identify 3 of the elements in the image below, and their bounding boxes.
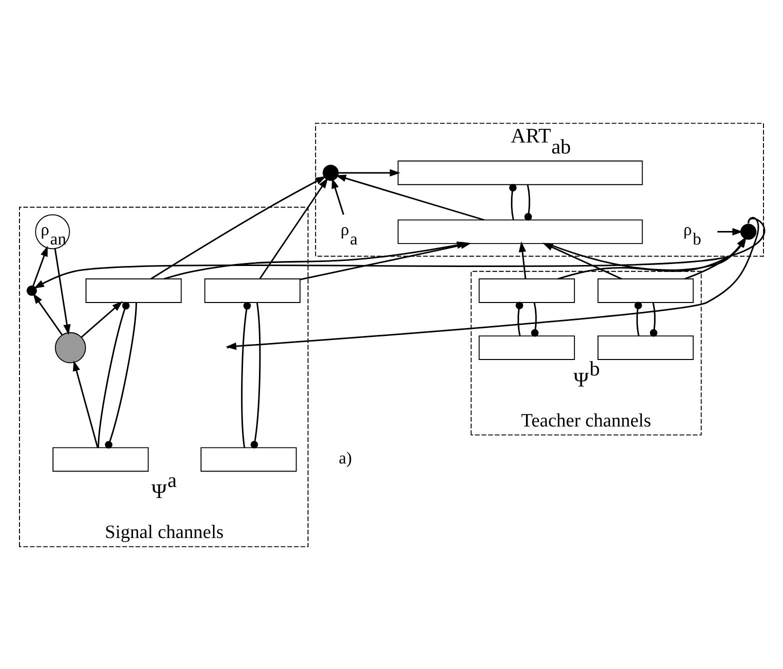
node-label: Teacher channels <box>521 410 652 431</box>
node-label: Signal channels <box>104 522 224 543</box>
label: a) <box>338 448 352 468</box>
